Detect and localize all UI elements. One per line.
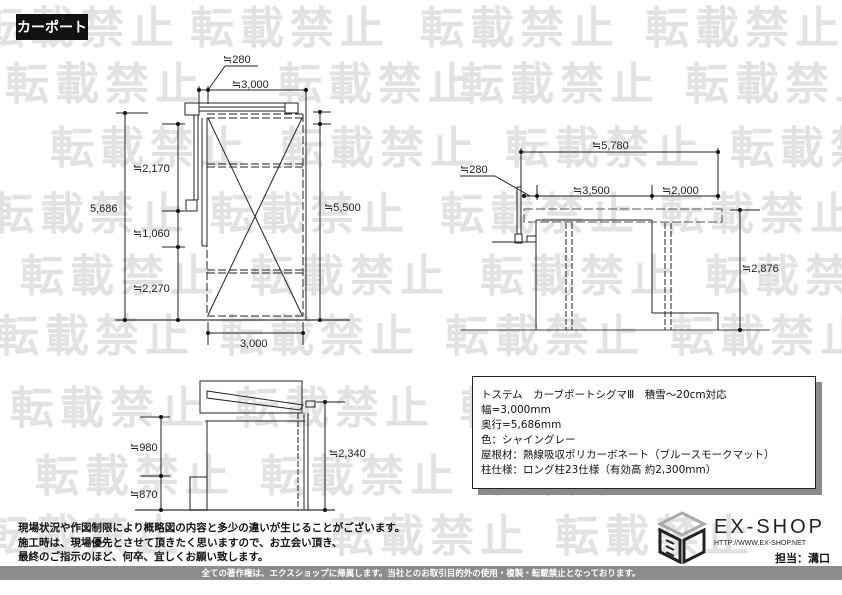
logo-url: HTTP://WWW.EX-SHOP.NET [714,540,807,547]
watermark: 転載禁止 [10,383,210,434]
dim-label: ≒870 [130,489,158,501]
watermark: 転載禁止 [190,3,390,54]
spec-line: 柱仕様：ロング柱23仕様（有効高 約2,300mm） [481,464,717,476]
watermark: 転載禁止 [460,59,660,110]
watermark: 転載禁止 [278,59,478,110]
dim-label: ≒2,876 [742,263,779,275]
cube-logo-icon [656,511,708,564]
watermark: 転載禁止 [685,59,842,110]
watermark: 転載禁止 [50,123,250,174]
person-in-charge: 担当：溝口 [775,552,830,565]
dim-label: ≒3,500 [573,185,610,197]
dim-label: 3,000 [240,338,268,350]
dim-label: ≒5,780 [592,140,629,152]
watermark: 転載禁止 [480,251,680,302]
note-line: 施工時は、現場優先とさせて頂きたく思いますので、お立会い頂き、 [18,536,343,549]
dim-label: ≒2,170 [133,163,170,175]
watermark: 転載禁止 [210,189,410,240]
watermark: 転載禁止 [705,251,842,302]
logo-name: EX-SHOP [714,516,826,538]
watermark: 転載禁止 [250,251,450,302]
spec-line: トステム カーブポートシグマⅢ 積雪～20cm対応 [481,389,727,401]
note-line: 現場状況や作図制限により概略図の内容と多少の違いが生じることがございます。 [18,522,406,534]
watermark: 転載禁止 [20,251,220,302]
watermark: 転載禁止 [260,451,460,502]
watermark: 転載禁止 [0,511,185,562]
watermark: 転載禁止 [730,123,842,174]
dim-label: ≒2,340 [329,448,366,460]
spec-line: 色：シャイングレー [481,434,576,446]
page-title: カーポート [16,14,88,40]
watermark: 転載禁止 [555,511,755,562]
note-line: 最終のご指示のほど、何卒、宜しくお願い致します。 [18,551,269,563]
watermark: 転載禁止 [5,59,205,110]
watermark: 転載禁止 [645,3,842,54]
watermark: 転載禁止 [660,189,842,240]
dim-label: ≒2,270 [133,283,170,295]
watermark: 転載禁止 [0,189,190,240]
ex-shop-logo: EX-SHOP HTTP://WWW.EX-SHOP.NET 担当：溝口 [656,510,836,566]
dim-label: ≒280 [223,54,251,66]
watermark: 転載禁止 [670,311,842,362]
watermark: 転載禁止 [445,311,645,362]
disclaimer-note: 現場状況や作図制限により概略図の内容と多少の違いが生じることがございます。 施工… [18,521,405,565]
spec-line: 奥行=5,686mm [481,419,562,431]
dim-label: ≒2,000 [662,185,699,197]
dim-label: 5,686 [90,203,118,215]
dim-label: ≒5,500 [324,202,361,214]
watermark: 転載禁止 [420,3,620,54]
dim-label: ≒3,000 [232,79,269,91]
watermark: 転載禁止 [235,383,435,434]
watermark: 転載禁止 [505,123,705,174]
spec-line: 幅=3,000mm [481,404,551,416]
spec-line: 屋根材：熱線吸収ポリカーボネート（ブルースモークマット） [481,449,775,461]
spec-box: トステム カーブポートシグマⅢ 積雪～20cm対応 幅=3,000mm 奥行=5… [472,376,816,489]
dim-label: ≒980 [130,442,158,454]
watermark: 転載禁止 [280,123,480,174]
dim-label: ≒280 [460,164,488,176]
dim-label: ≒1,060 [133,228,170,240]
watermark: 転載禁止 [330,511,530,562]
copyright-footer: 全ての著作権は、エクスショップに帰属します。当社とのお取引目的外の使用・複製・転… [0,566,842,580]
